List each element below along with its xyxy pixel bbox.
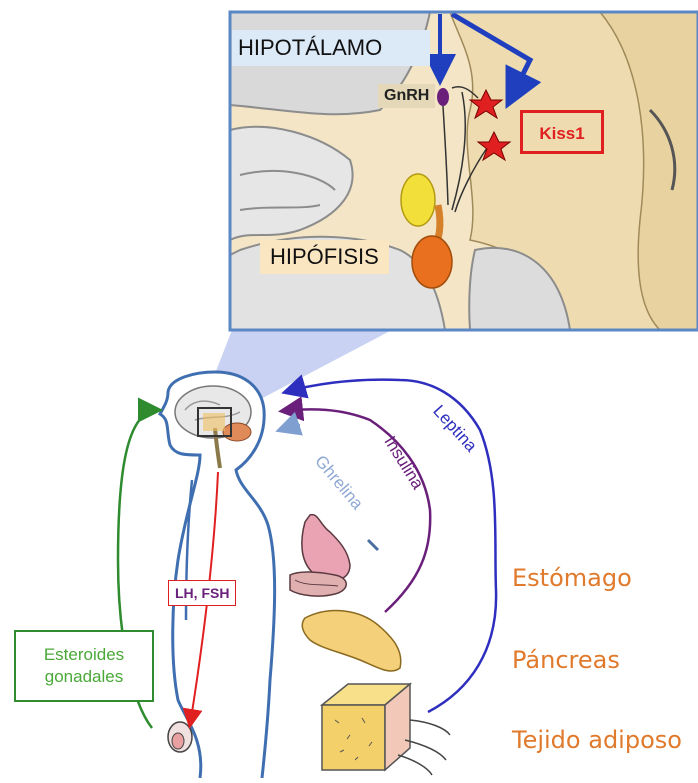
gnrh-label: GnRH: [378, 84, 435, 108]
pancreas-image: [302, 611, 401, 671]
lh-fsh-label: LH, FSH: [168, 580, 236, 606]
steroids-label-line2: gonadales: [16, 666, 152, 688]
hypothalamus-label-text: HIPOTÁLAMO: [238, 35, 382, 61]
kiss1-label: Kiss1: [520, 110, 604, 154]
body-outline: [160, 372, 275, 778]
adipose-label: Tejido adiposo: [512, 726, 682, 754]
pancreas-label: Páncreas: [512, 646, 620, 674]
stomach-label: Estómago: [512, 564, 632, 592]
steroids-box: Esteroides gonadales: [14, 630, 154, 702]
pituitary-label: HIPÓFISIS: [260, 240, 389, 274]
ghrelin-arrow: [280, 425, 300, 430]
stomach-image: [290, 515, 350, 597]
steroids-label-line1: Esteroides: [16, 644, 152, 666]
adipose-image: [322, 684, 450, 775]
ghrelin-tick: [368, 540, 378, 550]
